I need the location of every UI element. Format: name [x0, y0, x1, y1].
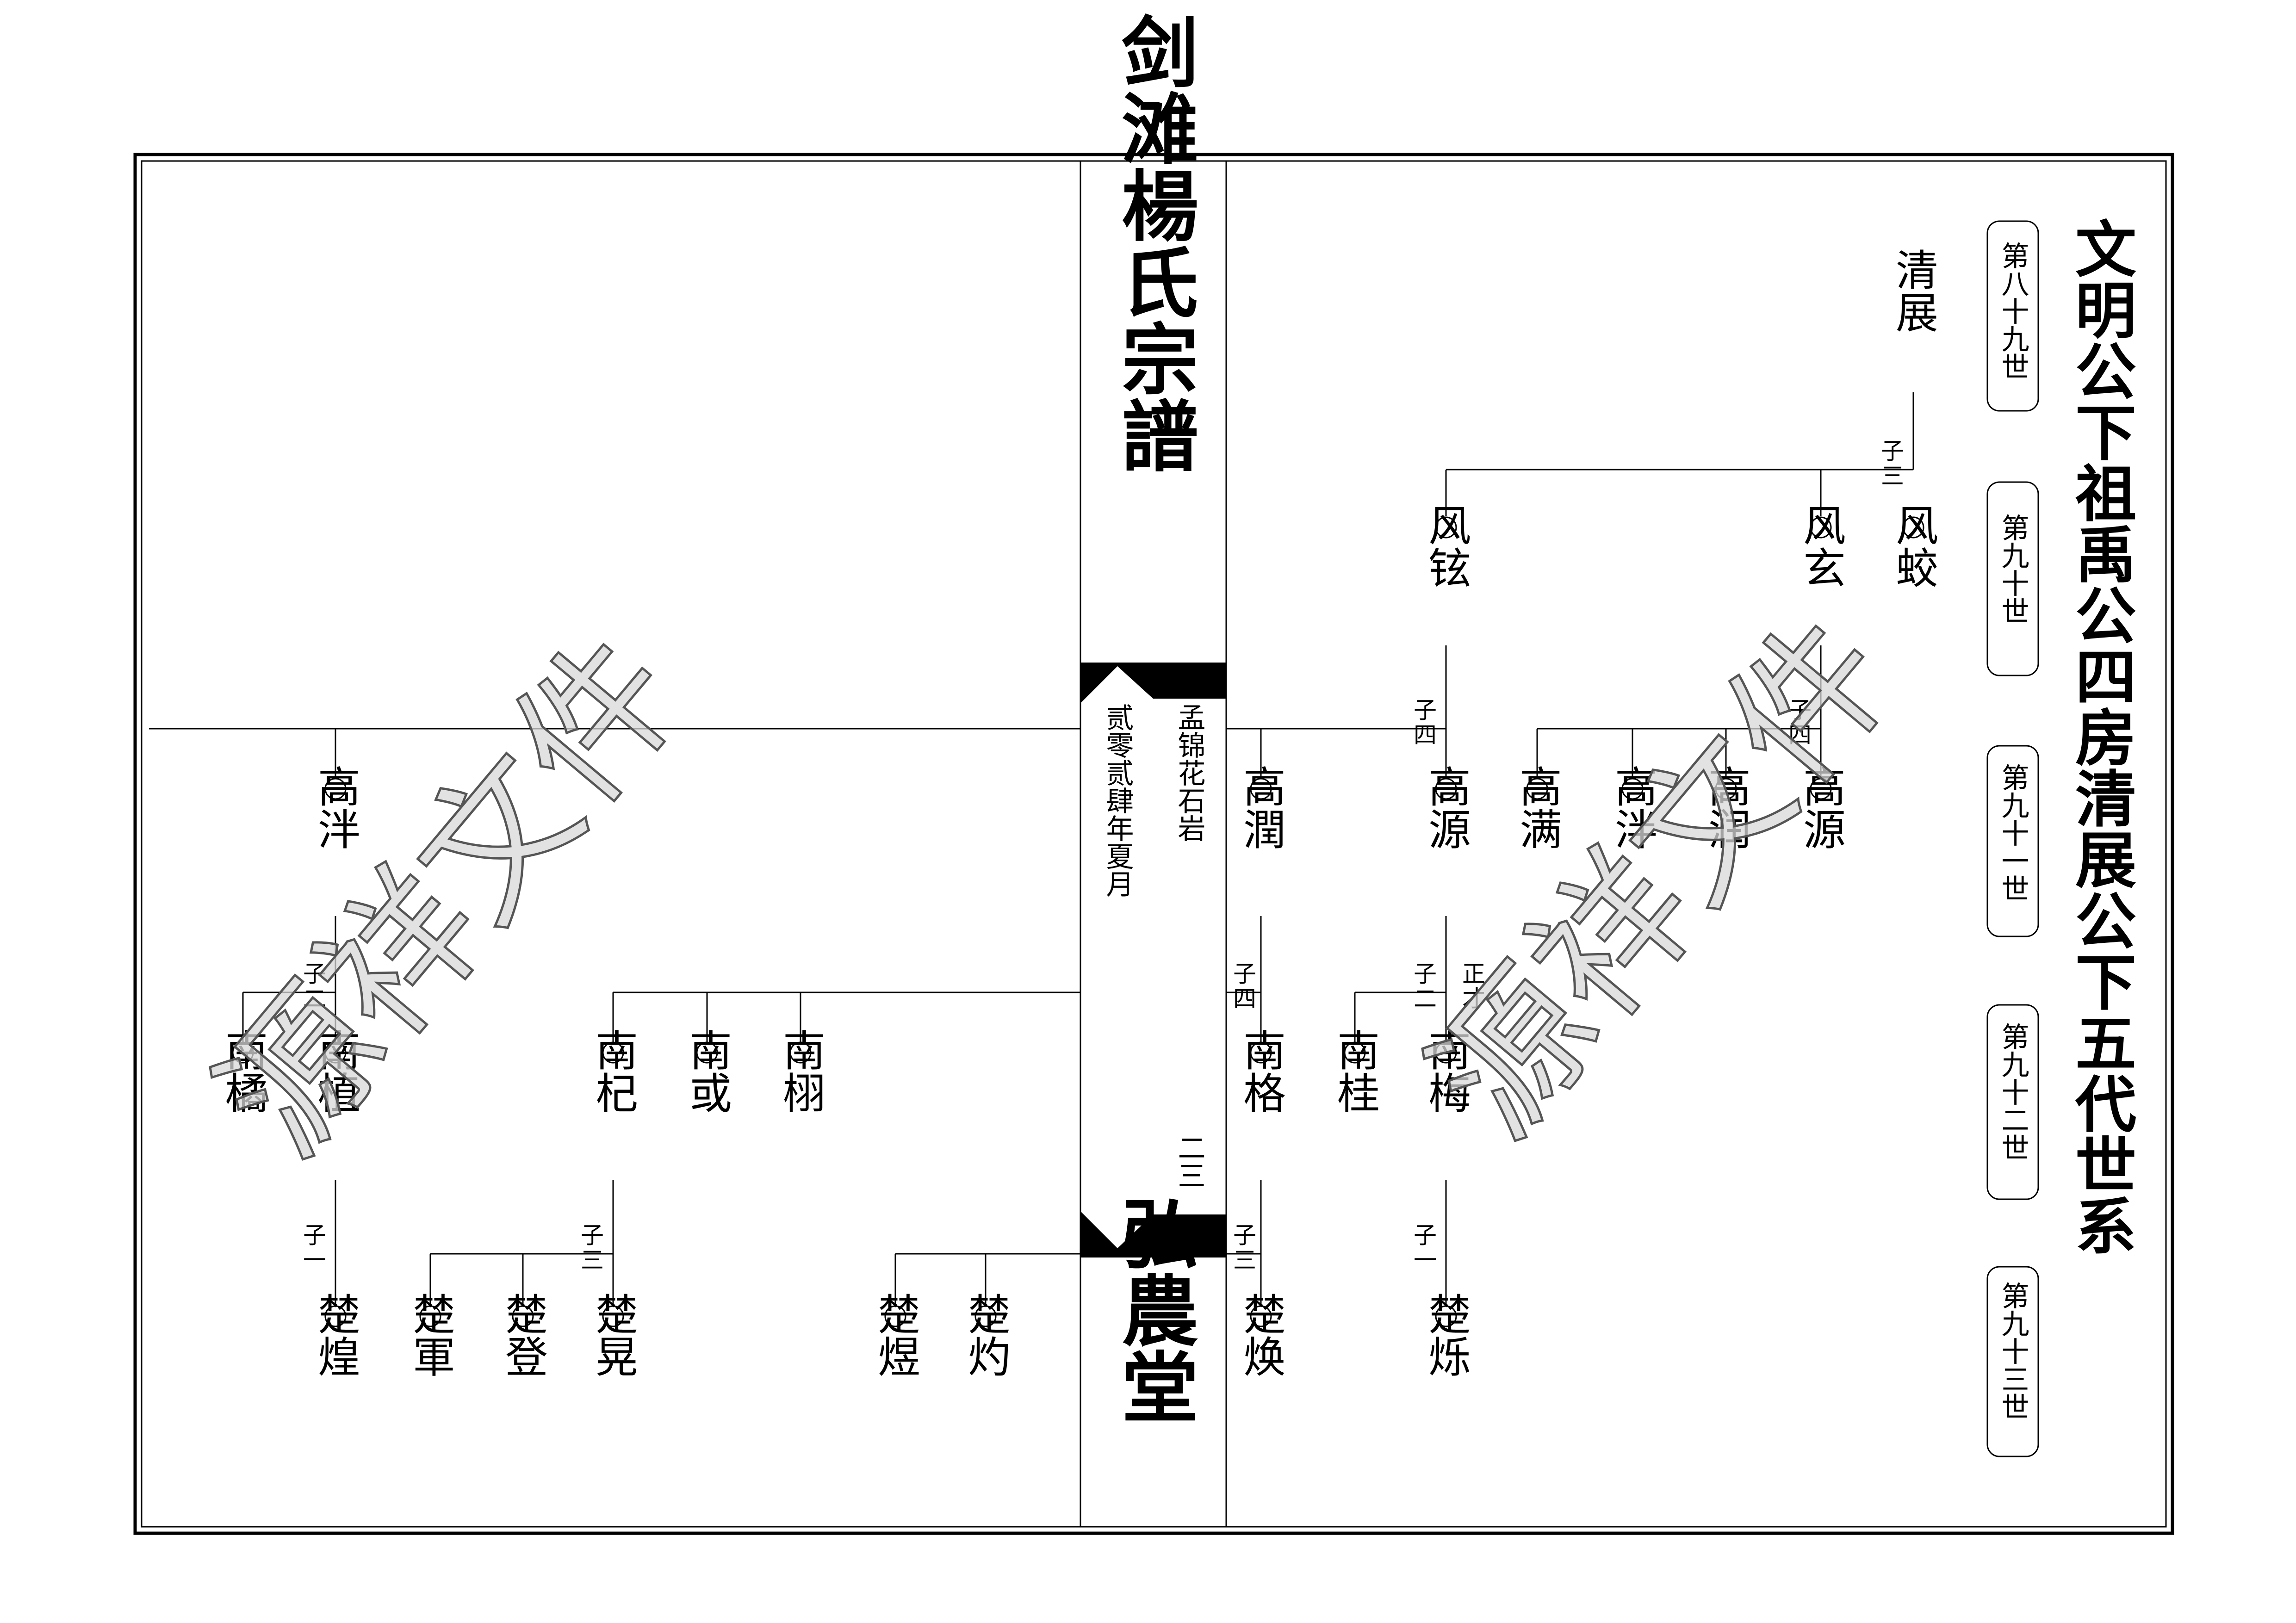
child-count-note: 子 [303, 960, 326, 987]
child-count-note: 三 [581, 1247, 604, 1274]
child-count-notes: 子 三 子 四 子 四 子 二 正 才 子 四 子 二 子 一 子 三 子 三 … [303, 438, 1904, 1274]
generation-label: 第九十世 [1997, 514, 2029, 625]
person-names: 清展 风蛟 风玄 风铉 高源 高润 高泮 高满 高源 高潤 高泮 南梅 南桂 南… [218, 248, 1938, 1377]
person-name: 南或 [683, 1028, 732, 1114]
generation-label: 第九十三世 [1997, 1282, 2029, 1420]
person-name: 高满 [1513, 765, 1562, 850]
child-count-note: 四 [1788, 722, 1812, 749]
person-name: 楚灼 [961, 1292, 1011, 1377]
person-name: 南橘 [218, 1028, 268, 1114]
child-count-note: 一 [303, 1247, 326, 1274]
child-markers [232, 516, 1924, 1327]
child-count-note: 二 [303, 985, 326, 1012]
person-name: 楚烁 [1421, 1292, 1471, 1377]
generation-label: 第九十二世 [1997, 1022, 2029, 1161]
person-name: 南格 [1236, 1028, 1286, 1114]
person-name: 高源 [1421, 765, 1471, 850]
spine-date: 贰零贰肆年夏月 [1101, 703, 1134, 898]
spine-editor: 孟锦花石岩 [1173, 703, 1205, 842]
spine: 剑滩楊氏宗譜 弘農堂 孟锦花石岩 贰零贰肆年夏月 二三 [1080, 12, 1227, 1527]
child-count-note: 子 [1233, 960, 1256, 987]
person-name: 南杞 [589, 1028, 638, 1114]
child-count-note: 二 [1414, 985, 1437, 1012]
child-count-note: 三 [1881, 463, 1904, 489]
person-name: 清展 [1889, 248, 1938, 333]
person-name: 楚焕 [1236, 1292, 1286, 1377]
person-name: 楚煌 [311, 1292, 360, 1377]
spine-fishtail-top [1080, 663, 1226, 703]
person-name: 南梅 [1421, 1028, 1471, 1114]
tree-lines [149, 392, 1914, 1305]
spine-page-number: 二三 [1173, 1134, 1205, 1189]
person-name: 楚登 [498, 1292, 548, 1377]
child-count-note: 子 [303, 1222, 326, 1249]
person-name: 高潤 [1236, 765, 1286, 850]
page-title: 文明公下祖禹公四房清展公下五代世系 [2065, 217, 2137, 1256]
child-count-note: 子 [1414, 960, 1437, 987]
spine-title: 剑滩楊氏宗譜 [1108, 12, 1198, 473]
child-count-note: 四 [1414, 722, 1437, 749]
person-name: 南植 [311, 1028, 360, 1114]
person-name: 楚軍 [406, 1292, 455, 1377]
spine-hall-name: 弘農堂 [1108, 1194, 1198, 1425]
person-name: 高润 [1701, 765, 1751, 850]
child-count-note: 才 [1462, 985, 1485, 1012]
person-name: 南桂 [1330, 1028, 1380, 1114]
person-name: 高泮 [311, 765, 360, 850]
person-name: 风玄 [1796, 503, 1846, 588]
person-name: 楚晃 [589, 1292, 638, 1377]
watermark: 源祥文件 [1398, 587, 1927, 1169]
generation-labels: 第八十九世 第九十世 第九十一世 第九十二世 第九十三世 [1986, 220, 2039, 1457]
child-count-note: 子 [1414, 697, 1437, 724]
page-frame [133, 153, 2174, 1535]
generation-label: 第八十九世 [1997, 242, 2029, 380]
person-name: 风铉 [1421, 503, 1471, 588]
child-count-note: 子 [1881, 438, 1904, 465]
child-count-note: 一 [1414, 1247, 1437, 1274]
child-count-note: 四 [1233, 985, 1256, 1012]
child-count-note: 子 [1233, 1222, 1256, 1249]
generation-label: 第九十一世 [1997, 763, 2029, 902]
person-name: 风蛟 [1889, 503, 1938, 588]
person-name: 高泮 [1608, 765, 1657, 850]
person-name: 楚煜 [871, 1292, 920, 1377]
child-count-note: 子 [581, 1222, 604, 1249]
child-count-note: 正 [1462, 960, 1485, 987]
child-count-note: 子 [1414, 1222, 1437, 1249]
child-count-note: 三 [1233, 1247, 1256, 1274]
spine-fishtail-bottom [1080, 1211, 1226, 1258]
child-count-note: 子 [1788, 697, 1812, 724]
person-name: 高源 [1796, 765, 1846, 850]
person-name: 南栩 [776, 1028, 825, 1114]
